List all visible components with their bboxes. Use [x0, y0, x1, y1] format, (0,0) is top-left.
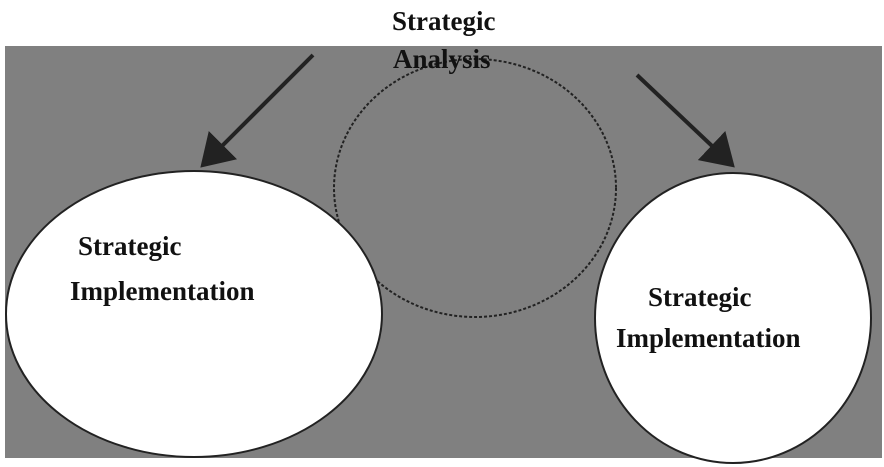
right-node-label-line2: Implementation: [616, 323, 801, 353]
arrow-to-right-node: [635, 73, 735, 168]
arrow-to-left-node: [200, 53, 315, 168]
right-node-label-line1: Strategic: [648, 282, 752, 312]
right-implementation-node: [594, 172, 872, 464]
left-implementation-node: [5, 170, 383, 458]
analysis-circle: [333, 58, 617, 318]
title-label-line1: Strategic: [392, 6, 496, 36]
left-node-label-line1: Strategic: [78, 231, 182, 261]
title-label-line2: Analysis: [393, 44, 491, 74]
left-node-label-line2: Implementation: [70, 276, 255, 306]
